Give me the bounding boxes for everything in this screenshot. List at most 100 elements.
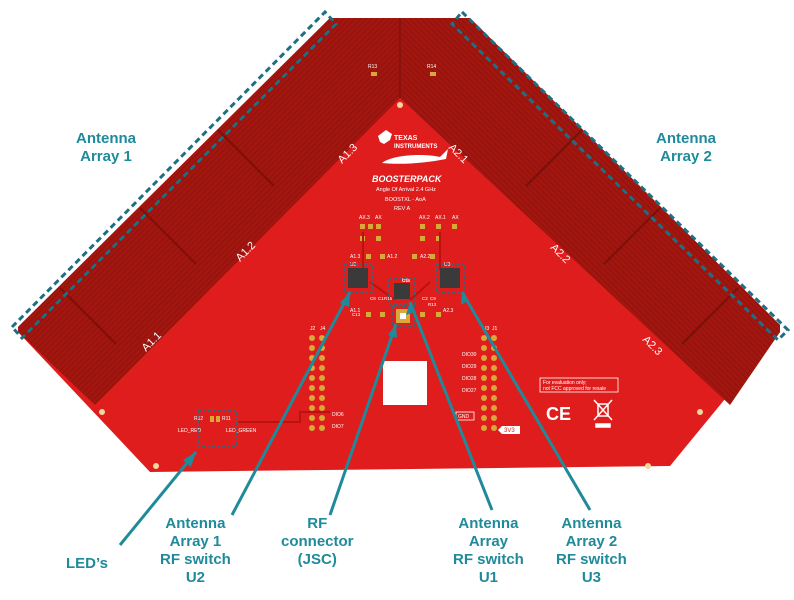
resistor-r13-label: R13 <box>368 64 377 70</box>
callout-switch-u3: Antenna Array 2 RF switch U3 <box>556 515 627 586</box>
mid-label-a1-3: A1.3 <box>350 254 361 260</box>
header-pin <box>309 375 315 381</box>
header-pin <box>319 375 325 381</box>
dio30-label: DIO30 <box>462 352 477 358</box>
svg-text:J2: J2 <box>310 326 316 332</box>
svg-text:AX.1: AX.1 <box>435 215 446 221</box>
header-pin <box>491 335 497 341</box>
antenna-array-2-outline <box>449 9 791 343</box>
board-cutout-window <box>383 361 427 405</box>
header-pin <box>491 415 497 421</box>
led-area: R12 R11 LED_RED LED_GREEN <box>178 409 257 447</box>
svg-text:C8: C8 <box>370 296 376 301</box>
header-pin <box>491 375 497 381</box>
capacitor-labels: C8 C1 R15 C2 C9 C16 C13 R13 <box>352 278 437 317</box>
header-pin <box>319 425 325 431</box>
svg-text:C16: C16 <box>402 278 411 283</box>
svg-text:AX.2: AX.2 <box>419 215 430 221</box>
antenna-array-1-region <box>18 18 400 405</box>
svg-text:not FCC approved for resale: not FCC approved for resale <box>543 386 606 392</box>
header-pin <box>309 395 315 401</box>
callout-switch-u1: Antenna Array RF switch U1 <box>453 515 524 586</box>
header-pin <box>481 395 487 401</box>
svg-text:BOOSTERPACK: BOOSTERPACK <box>372 174 443 184</box>
header-pin <box>481 385 487 391</box>
callout-arrowheads <box>183 292 469 467</box>
callout-antenna-array-2: Antenna Array 2 <box>656 130 716 165</box>
header-pin <box>309 345 315 351</box>
mounting-holes <box>99 102 703 469</box>
header-pin <box>481 365 487 371</box>
board-revision: REV A <box>394 206 411 212</box>
svg-text:J4: J4 <box>320 326 326 332</box>
header-pin <box>309 405 315 411</box>
svg-text:R11: R11 <box>222 416 231 422</box>
svg-text:LED_RED: LED_RED <box>178 428 201 434</box>
header-pin <box>491 405 497 411</box>
mid-label-a1-1: A1.1 <box>350 308 361 314</box>
dio29-label: DIO29 <box>462 364 477 370</box>
svg-text:C9: C9 <box>430 296 436 301</box>
dio28-label: DIO28 <box>462 376 477 382</box>
ce-mark: CE <box>546 404 571 424</box>
header-pin <box>491 355 497 361</box>
switch-u1: U1 <box>388 277 416 305</box>
header-pins <box>309 335 497 431</box>
header-pin <box>481 375 487 381</box>
header-pin <box>309 335 315 341</box>
header-pin <box>481 335 487 341</box>
svg-text:TEXAS: TEXAS <box>394 135 418 142</box>
header-j1: J3 J1 <box>484 326 498 332</box>
switch-u3: U3 <box>435 262 465 293</box>
header-pin <box>481 425 487 431</box>
svg-text:C1: C1 <box>378 296 384 301</box>
svg-text:U2: U2 <box>350 262 357 268</box>
header-pin <box>319 385 325 391</box>
mid-label-a1-2: A1.2 <box>387 254 398 260</box>
antenna-segment-dividers <box>59 129 739 345</box>
weee-bin-icon <box>593 399 613 428</box>
switch-u2: U2 <box>343 262 373 293</box>
mid-label-a2-3: A2.3 <box>443 308 454 314</box>
header-pin <box>491 395 497 401</box>
svg-text:For evaluation only;: For evaluation only; <box>543 380 587 386</box>
svg-text:C2: C2 <box>422 296 428 301</box>
callout-leds: LED’s <box>66 555 108 572</box>
header-pin <box>309 425 315 431</box>
header-pin <box>481 355 487 361</box>
svg-text:AX: AX <box>452 215 459 221</box>
header-pin <box>319 355 325 361</box>
callout-rf-connector: RF connector (JSC) <box>281 515 354 568</box>
svg-text:U3: U3 <box>444 262 451 268</box>
antenna-array-1-outline <box>9 9 339 341</box>
svg-text:R15: R15 <box>384 296 393 301</box>
header-pin <box>481 405 487 411</box>
board-model: BOOSTXL - AoA <box>385 197 426 203</box>
svg-text:AX: AX <box>375 215 382 221</box>
svg-text:3V3: 3V3 <box>504 428 515 434</box>
svg-text:R12: R12 <box>194 416 203 422</box>
mid-label-a2-2: A2.2 <box>420 254 431 260</box>
header-pin <box>491 365 497 371</box>
resistor-r14-label: R14 <box>427 64 436 70</box>
callout-lines <box>118 291 592 546</box>
dio27-label: DIO27 <box>462 388 477 394</box>
header-pin <box>309 385 315 391</box>
svg-text:R13: R13 <box>428 302 437 307</box>
dio7-label: DIO7 <box>332 424 344 430</box>
ax-label-row: AX.3 AX AX.2 AX.1 AX <box>359 215 459 221</box>
boosterpack-logo: BOOSTERPACK <box>372 149 448 184</box>
header-pin <box>319 405 325 411</box>
evaluation-notice: For evaluation only; not FCC approved fo… <box>539 377 619 393</box>
callout-switch-u2: Antenna Array 1 RF switch U2 <box>160 515 231 586</box>
antenna-array-2-region <box>400 18 780 405</box>
board-subtitle: Angle Of Arrival 2.4 GHz <box>376 187 436 193</box>
svg-text:J1: J1 <box>492 326 498 332</box>
power-3v3-label: 3V3 <box>498 426 520 434</box>
header-pin <box>319 365 325 371</box>
ti-logo: TEXAS INSTRUMENTS <box>378 130 437 150</box>
header-pin <box>491 385 497 391</box>
header-pin <box>481 415 487 421</box>
